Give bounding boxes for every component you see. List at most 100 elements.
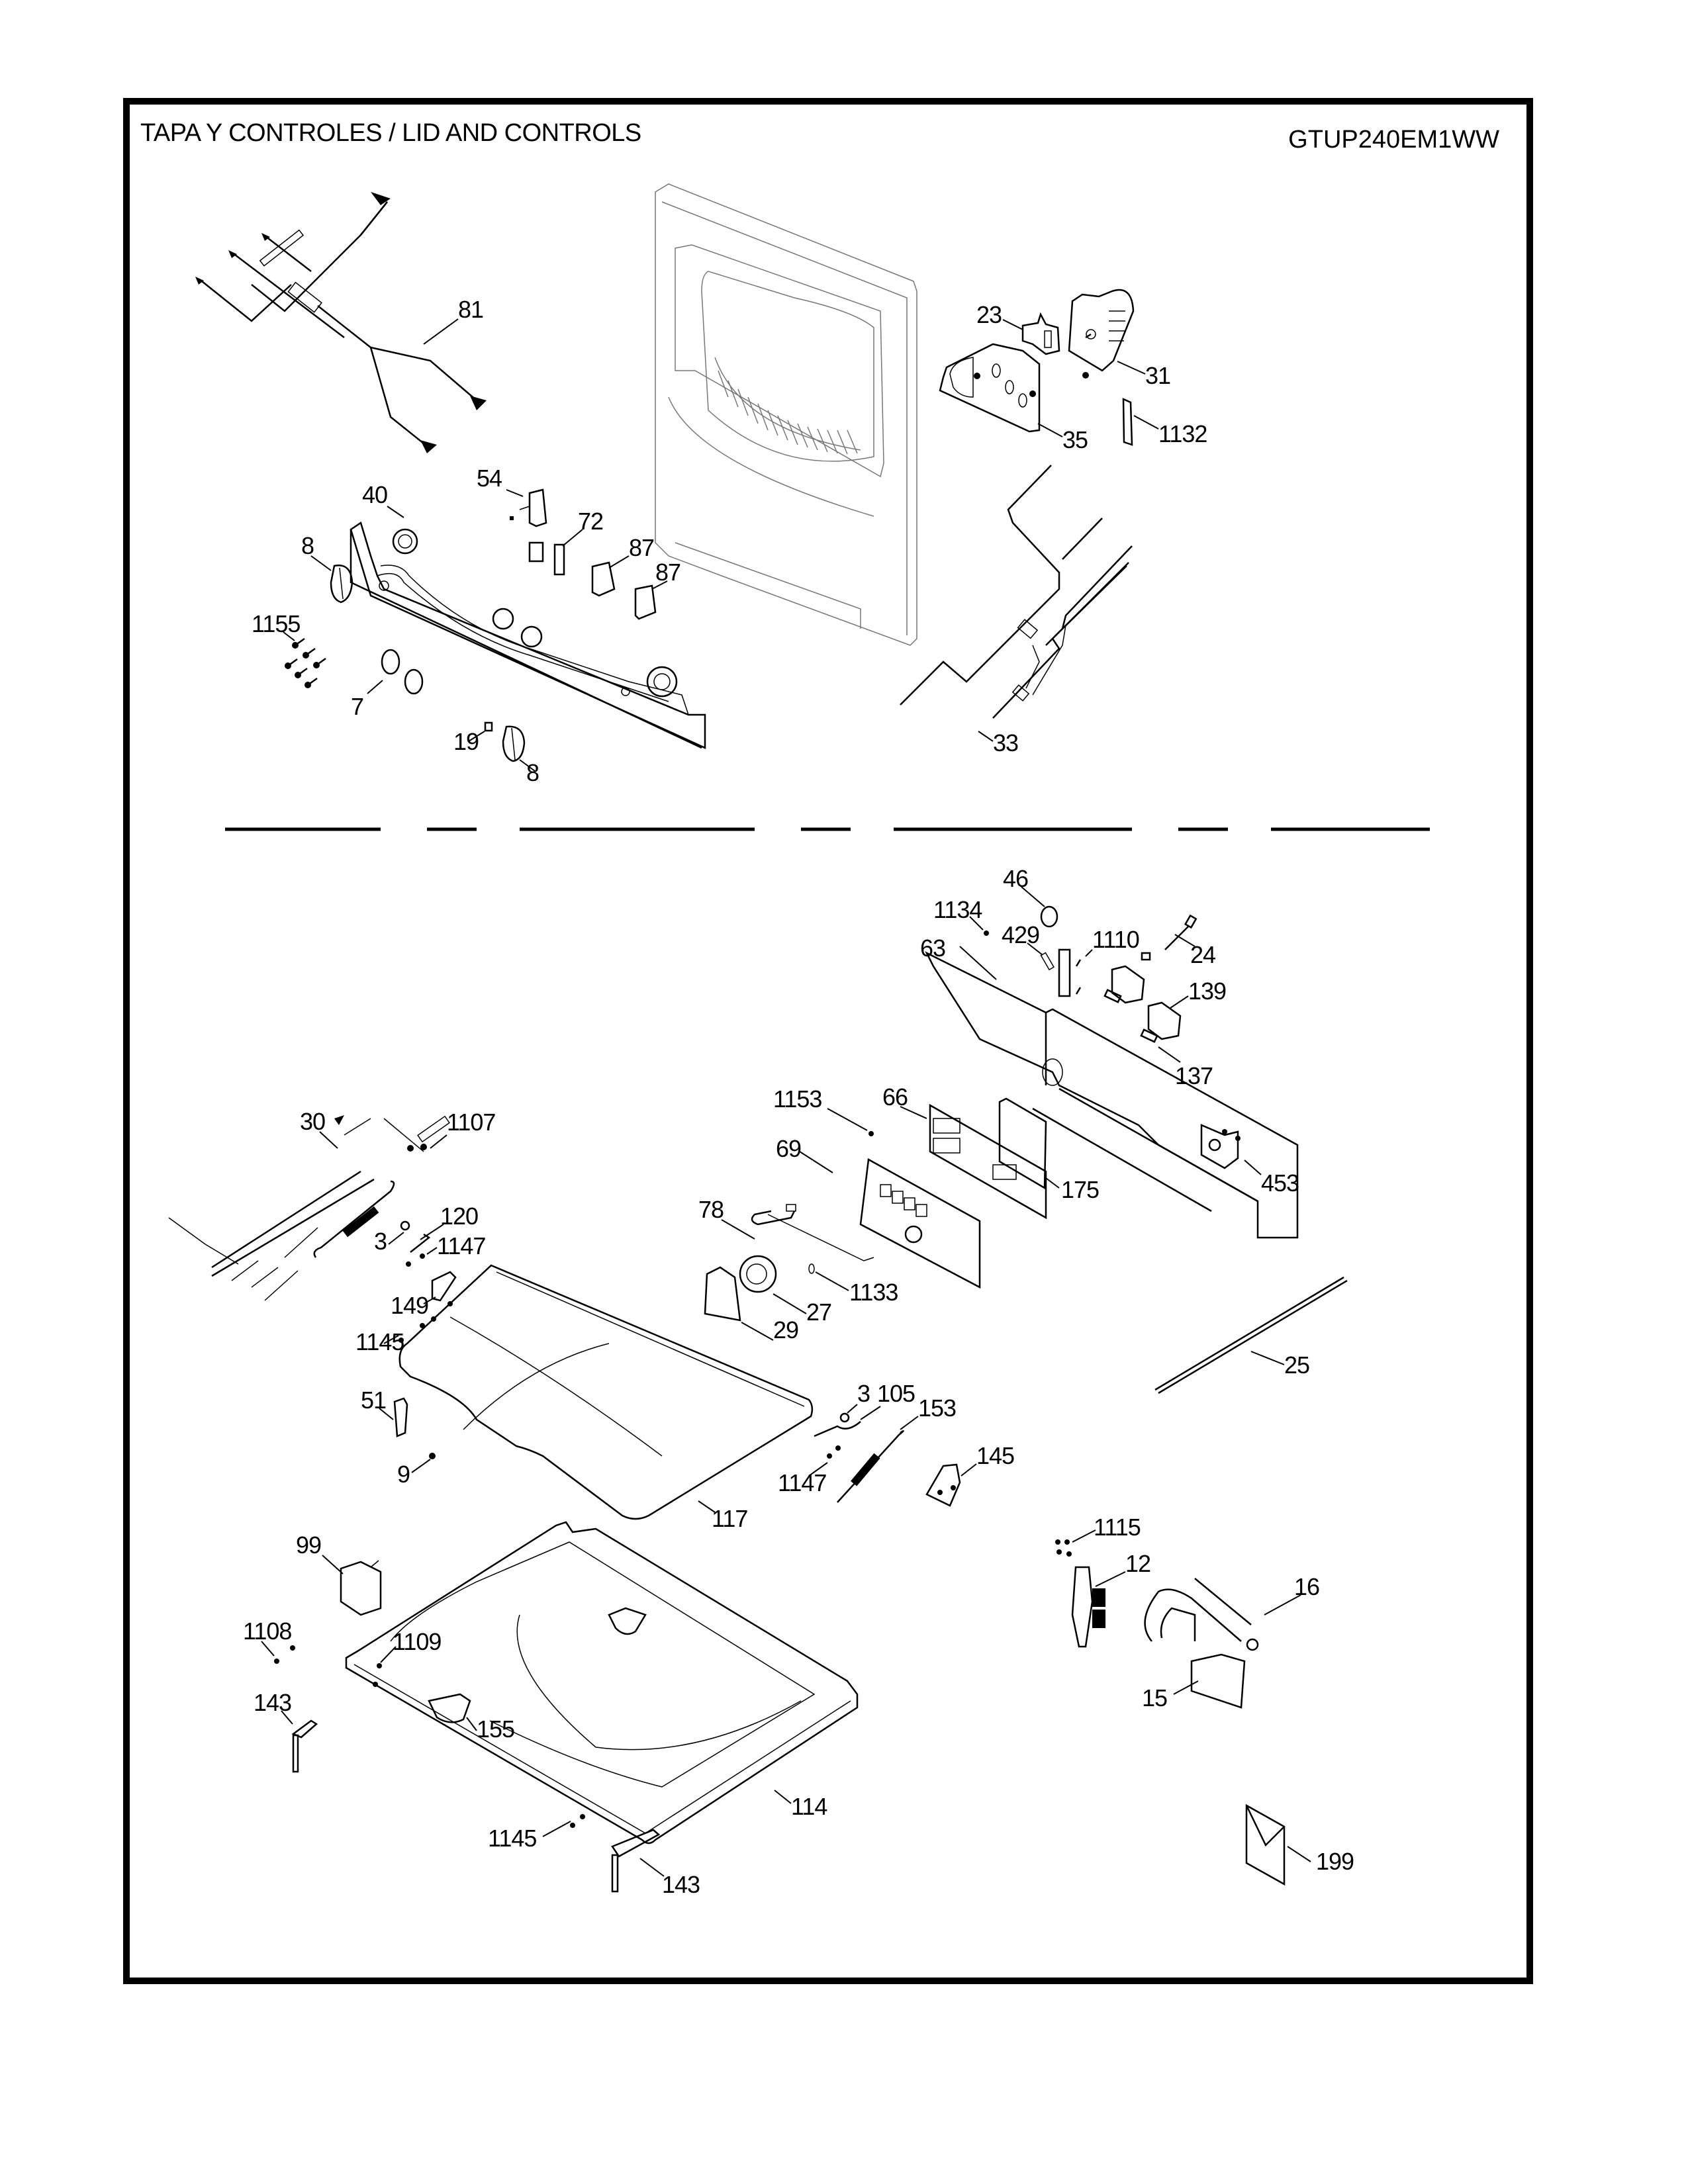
part-453-bracket[interactable] bbox=[1200, 1124, 1239, 1169]
callout-105: 105 bbox=[877, 1380, 915, 1407]
part-87-switch-a[interactable] bbox=[591, 561, 616, 597]
part-1107-screws[interactable] bbox=[407, 1144, 427, 1152]
leader-1109 bbox=[380, 1646, 397, 1663]
callout-9: 9 bbox=[397, 1461, 410, 1488]
leader-175 bbox=[1045, 1177, 1060, 1189]
part-1155-screws[interactable] bbox=[285, 637, 326, 688]
part-19-button[interactable] bbox=[484, 721, 493, 732]
part-429-switch-block[interactable] bbox=[1040, 948, 1071, 997]
part-153-lid-spring[interactable] bbox=[837, 1430, 904, 1503]
leader-143a bbox=[281, 1710, 293, 1725]
leader-1132 bbox=[1133, 415, 1159, 430]
part-63-control-housing[interactable] bbox=[925, 951, 1299, 1239]
part-24-wire-jumper[interactable] bbox=[1141, 914, 1197, 961]
callout-1108: 1108 bbox=[243, 1617, 291, 1645]
part-1132-label[interactable] bbox=[1122, 398, 1133, 446]
callout-72: 72 bbox=[578, 508, 603, 535]
part-1145-screws-b[interactable] bbox=[570, 1814, 585, 1828]
leader-29 bbox=[741, 1322, 774, 1341]
leader-1110 bbox=[1085, 949, 1093, 957]
callout-1134: 1134 bbox=[933, 896, 982, 923]
part-137-fuse[interactable] bbox=[1103, 989, 1158, 1043]
part-3-nut-b[interactable] bbox=[839, 1412, 850, 1423]
callout-69: 69 bbox=[776, 1135, 801, 1162]
part-1110-screws[interactable] bbox=[1075, 959, 1082, 995]
leader-199 bbox=[1287, 1846, 1311, 1862]
part-143-lid-switch-b[interactable] bbox=[611, 1829, 661, 1893]
part-175-insulation[interactable] bbox=[998, 1097, 1047, 1190]
part-155-softener-dispenser[interactable] bbox=[428, 1693, 471, 1723]
leader-3b bbox=[847, 1404, 858, 1414]
part-16-inlet-hose[interactable] bbox=[1144, 1578, 1259, 1651]
leader-139 bbox=[1170, 995, 1189, 1009]
part-105-lid-rod[interactable] bbox=[814, 1421, 861, 1437]
part-51-lid-bumper[interactable] bbox=[393, 1397, 408, 1437]
part-30-wire-harness[interactable] bbox=[168, 1115, 450, 1301]
part-114-top-cover[interactable] bbox=[345, 1521, 859, 1844]
part-9-bumper[interactable] bbox=[429, 1453, 436, 1459]
part-1109-screws[interactable] bbox=[373, 1663, 382, 1687]
part-35-timer-bracket[interactable] bbox=[939, 343, 1041, 433]
part-40-control-panel[interactable] bbox=[350, 522, 706, 749]
callout-81: 81 bbox=[458, 296, 483, 323]
leader-9 bbox=[411, 1459, 431, 1473]
part-25-trim-strip[interactable] bbox=[1154, 1276, 1348, 1394]
part-1133-clip[interactable] bbox=[808, 1263, 815, 1274]
part-149-lid-switch-actuator[interactable] bbox=[431, 1271, 457, 1302]
callout-1153: 1153 bbox=[773, 1085, 821, 1113]
leader-81 bbox=[423, 318, 459, 345]
leader-87b bbox=[651, 580, 668, 590]
part-23-switch[interactable] bbox=[1021, 312, 1060, 355]
part-7-knob[interactable] bbox=[381, 649, 424, 695]
callout-15: 15 bbox=[1142, 1684, 1167, 1711]
callout-155: 155 bbox=[477, 1715, 514, 1743]
part-69-control-board[interactable] bbox=[859, 1158, 981, 1289]
leader-31 bbox=[1117, 361, 1146, 375]
part-87-switch-b[interactable] bbox=[634, 584, 657, 620]
part-139-fuse-holder[interactable] bbox=[1111, 965, 1182, 1040]
leader-453 bbox=[1244, 1160, 1262, 1175]
part-27-pressure-switch[interactable] bbox=[739, 1255, 777, 1293]
part-1147-screw-b[interactable] bbox=[827, 1445, 841, 1459]
part-29-bracket[interactable] bbox=[704, 1266, 741, 1322]
part-1115-screws[interactable] bbox=[1055, 1539, 1072, 1557]
part-199-literature-envelope[interactable] bbox=[1245, 1803, 1286, 1886]
callout-453: 453 bbox=[1261, 1169, 1299, 1197]
part-143-lid-switch-a[interactable] bbox=[291, 1719, 318, 1773]
callout-54: 54 bbox=[477, 465, 502, 492]
part-145-hinge[interactable] bbox=[925, 1463, 961, 1507]
part-66-board-shield[interactable] bbox=[929, 1103, 1047, 1220]
callout-1147a: 1147 bbox=[437, 1232, 485, 1259]
part-8-knob-b[interactable] bbox=[502, 725, 526, 762]
part-3-nut-a[interactable] bbox=[400, 1220, 410, 1231]
part-1147-screw-a[interactable] bbox=[406, 1253, 425, 1267]
part-99-lid-lock[interactable] bbox=[340, 1560, 382, 1616]
part-33-main-harness[interactable] bbox=[900, 465, 1133, 719]
part-31-timer[interactable] bbox=[1068, 289, 1135, 379]
callout-16: 16 bbox=[1294, 1573, 1319, 1600]
callout-29: 29 bbox=[773, 1316, 798, 1343]
leader-1147b bbox=[808, 1462, 828, 1477]
callout-7: 7 bbox=[351, 693, 363, 720]
part-81-wire-harness[interactable] bbox=[195, 192, 487, 453]
part-1153-screw[interactable] bbox=[868, 1131, 874, 1136]
part-54-switch[interactable] bbox=[510, 488, 547, 527]
callout-3a: 3 bbox=[374, 1228, 387, 1255]
part-1108-screws[interactable] bbox=[274, 1645, 295, 1664]
callout-66: 66 bbox=[882, 1083, 908, 1111]
part-78-wire[interactable] bbox=[751, 1204, 874, 1261]
part-8-knob-a[interactable] bbox=[330, 565, 353, 604]
part-46-knob[interactable] bbox=[1040, 905, 1058, 928]
callout-137: 137 bbox=[1175, 1062, 1213, 1089]
part-117-lid[interactable] bbox=[399, 1264, 814, 1520]
leader-51 bbox=[379, 1408, 394, 1420]
leader-66 bbox=[900, 1106, 927, 1119]
diagram-title: TAPA Y CONTROLES / LID AND CONTROLS bbox=[140, 119, 641, 147]
part-1134-screw[interactable] bbox=[984, 931, 989, 936]
leader-1145a bbox=[383, 1335, 399, 1344]
part-15-hose-bracket[interactable] bbox=[1190, 1653, 1246, 1709]
part-72-switch[interactable] bbox=[528, 541, 565, 576]
part-120-lid-rod[interactable] bbox=[410, 1233, 431, 1253]
leader-46 bbox=[1021, 886, 1045, 907]
part-12-water-valve[interactable] bbox=[1071, 1566, 1105, 1648]
